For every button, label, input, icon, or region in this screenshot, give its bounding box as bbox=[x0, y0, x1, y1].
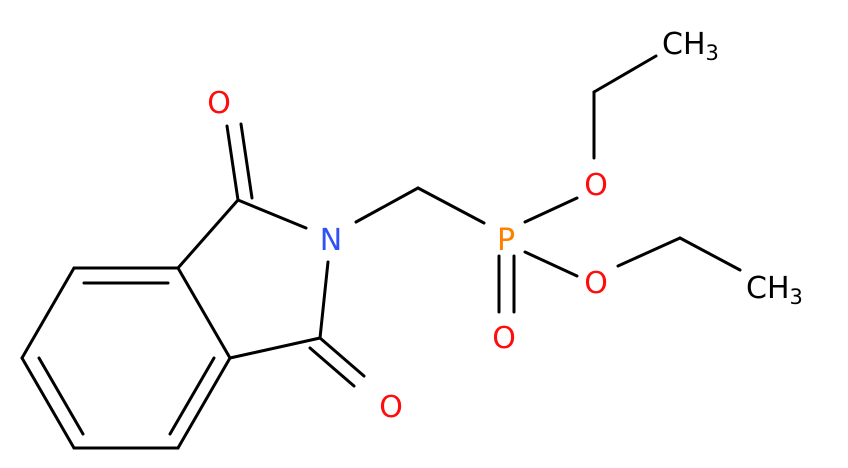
bond-ethyl-upper-ch3 bbox=[592, 54, 658, 94]
bond-ring-c3-c4-inner bbox=[37, 356, 85, 436]
bond-carbonyl-bottom-n bbox=[318, 260, 330, 340]
atom-oxygen-phosphoryl: O bbox=[492, 321, 516, 356]
bond-co-top-a bbox=[225, 124, 240, 202]
bond-ring-c3-c4 bbox=[20, 356, 76, 450]
methyl-top-subscript: 3 bbox=[706, 41, 719, 65]
bond-n-ch2 bbox=[354, 186, 420, 224]
bond-ring-c5-c6-inner bbox=[168, 356, 216, 436]
methyl-group-top: CH3 bbox=[662, 27, 719, 65]
atom-nitrogen: N bbox=[320, 223, 342, 258]
bond-co-bottom-b bbox=[308, 346, 356, 388]
bond-ring-c6-c1 bbox=[176, 266, 232, 360]
atom-labels: O O N P O O O CH3 CH3 bbox=[207, 27, 803, 425]
atom-oxygen-bottom: O bbox=[379, 390, 403, 425]
atom-oxygen-top: O bbox=[207, 86, 231, 121]
bond-ethyl-lower-ch3 bbox=[678, 236, 742, 272]
bond-p-o-upper bbox=[523, 196, 579, 224]
bond-c6-carbonyl-bottom bbox=[228, 336, 322, 360]
methyl-group-bottom: CH3 bbox=[746, 271, 803, 309]
bond-c1-carbonyl-top bbox=[176, 198, 240, 270]
bond-ring-c5-c6 bbox=[176, 356, 232, 450]
bond-co-bottom-a bbox=[318, 336, 366, 378]
methyl-top-ch: CH bbox=[662, 27, 706, 62]
bond-carbonyl-top-n bbox=[236, 198, 308, 230]
bond-o-lower-ch2 bbox=[616, 236, 682, 268]
atom-oxygen-ester-lower: O bbox=[584, 266, 608, 301]
bond-co-top-b bbox=[239, 122, 254, 200]
atom-phosphorus: P bbox=[497, 223, 515, 258]
bond-ring-c2-c3 bbox=[20, 266, 76, 360]
bond-p-o-lower bbox=[523, 250, 579, 278]
methyl-bottom-subscript: 3 bbox=[790, 285, 803, 309]
methyl-bottom-ch: CH bbox=[746, 271, 790, 306]
bond-ch2-p bbox=[416, 186, 486, 225]
atom-oxygen-ester-upper: O bbox=[584, 168, 608, 203]
bonds bbox=[20, 54, 742, 450]
